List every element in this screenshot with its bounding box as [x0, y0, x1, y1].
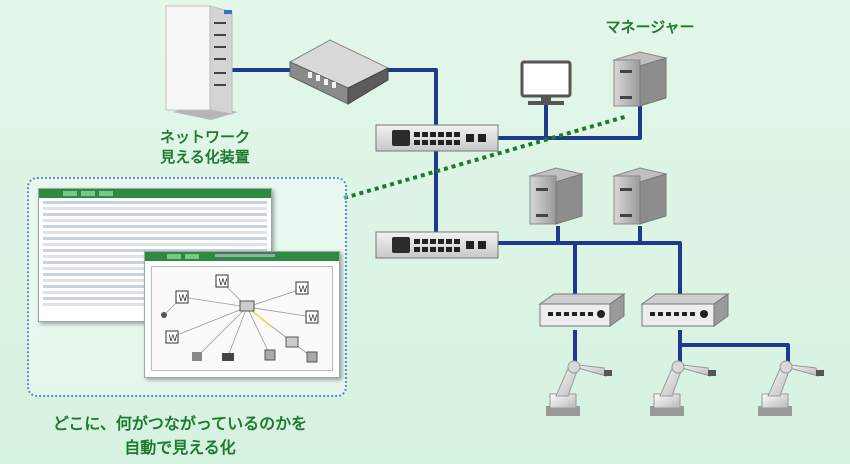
svg-text:W: W — [299, 285, 308, 295]
device-list-header — [39, 189, 271, 198]
pc-monitor-icon — [520, 60, 572, 105]
unmanaged-switch-icon — [640, 293, 730, 327]
cable-switch2-servers — [498, 226, 642, 245]
router-icon — [288, 39, 390, 105]
network-map-graph: W W W W W — [161, 274, 319, 363]
server-icon — [612, 51, 668, 107]
w-device-icon: W W W W W — [165, 274, 319, 344]
managed-switch-icon — [375, 124, 499, 152]
robot-arm-icon — [650, 360, 716, 416]
svg-text:W: W — [309, 314, 318, 324]
svg-text:W: W — [179, 294, 188, 304]
screenshot-panel: W W W W W — [27, 177, 347, 397]
cable-hub2-robots — [678, 330, 790, 368]
managed-switch-icon — [375, 231, 499, 259]
cable-router-switch1 — [378, 68, 438, 125]
unmanaged-switch-icon — [538, 293, 626, 327]
robot-arm-icon — [546, 360, 612, 416]
cable-switch1-pc — [498, 102, 548, 140]
server-icon — [528, 167, 584, 225]
visualization-device-label-line1: ネットワーク — [159, 128, 250, 146]
caption-line1: どこに、何がつながっているのかを — [52, 414, 308, 433]
visualization-device-label-line2: 見える化装置 — [160, 148, 250, 166]
network-map-window: W W W W W — [144, 251, 340, 378]
svg-text:W: W — [169, 334, 178, 344]
caption-line2: 自動で見える化 — [124, 438, 236, 457]
manager-label: マネージャー — [605, 18, 695, 36]
svg-text:W: W — [219, 278, 228, 288]
caption: どこに、何がつながっているのかを 自動で見える化 — [20, 412, 340, 460]
robot-arm-icon — [758, 360, 824, 416]
cable-switch1-manager — [546, 100, 642, 140]
cable-switch2-hubs — [573, 241, 682, 296]
cable-dotted-manager-panel — [343, 114, 629, 200]
server-icon — [612, 167, 668, 225]
network-map-canvas: W W W W W — [151, 266, 333, 371]
visualization-appliance-icon — [165, 5, 238, 120]
visualization-device-label: ネットワーク 見える化装置 — [125, 127, 285, 167]
cables — [230, 68, 790, 368]
